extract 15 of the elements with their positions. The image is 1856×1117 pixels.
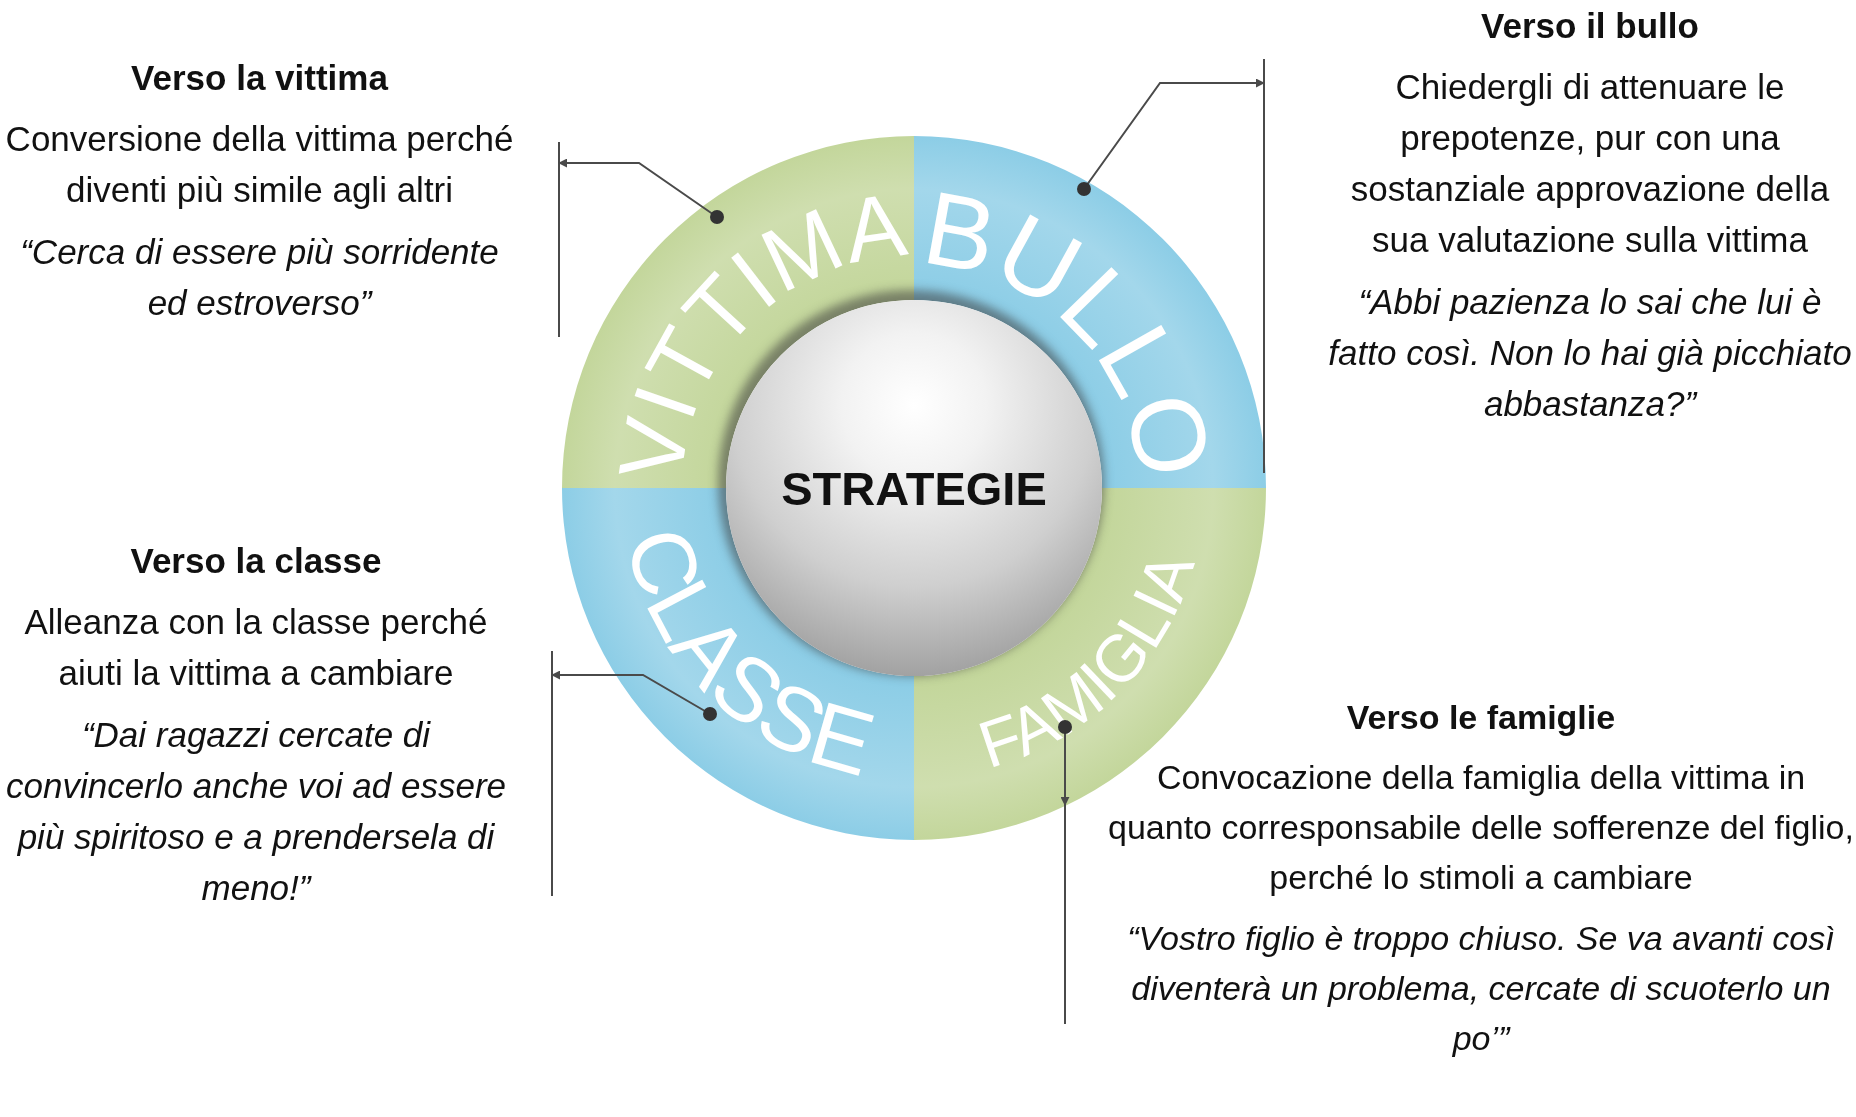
leader-line — [1058, 720, 1072, 806]
quote-text: “Vostro figlio è troppo chiuso. Se va avanti così diventerà un problema, cercate di scuoterlo un po’” — [1126, 918, 1836, 1059]
description-text: Chiedergli di attenuare le prepotenze, pur con una sostanziale approvazione della sua valutazione sulla vittima — [1349, 66, 1831, 261]
heading: Verso il bullo — [1480, 5, 1700, 47]
quote-text: “Dai ragazzi cercate di convincerlo anche voi ad essere più spiritoso e a prendersela di meno!” — [5, 714, 507, 909]
description-text: Convocazione della famiglia della vittima in quanto corresponsabile delle sofferenze del figlio, perché lo stimoli a cambiare — [1108, 758, 1855, 898]
description-text: Alleanza con la classe perché aiuti la vittima a cambiare — [23, 601, 489, 694]
heading: Verso la vittima — [130, 57, 390, 99]
quote-text: “Abbi pazienza lo sai che lui è fatto così. Non lo hai già picchiato abbastanza?” — [1327, 281, 1853, 425]
leader-line — [1077, 78, 1265, 196]
hub-label: STRATEGIE — [781, 461, 1047, 516]
quote-text: “Cerca di essere più sorridente ed estroverso” — [19, 231, 500, 324]
description-text: Conversione della vittima perché diventi più simile agli altri — [4, 118, 515, 211]
heading: Verso la classe — [129, 540, 383, 582]
heading: Verso le famiglie — [1345, 697, 1617, 738]
